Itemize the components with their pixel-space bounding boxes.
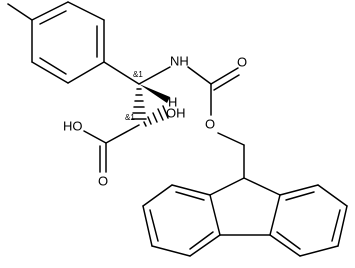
bond-double-inner — [149, 209, 159, 242]
bond — [67, 61, 105, 84]
fluorenyl-group — [142, 177, 348, 257]
bond — [31, 1, 69, 21]
bond — [67, 1, 105, 21]
bond-double-inner — [331, 209, 341, 242]
hash — [143, 121, 147, 127]
bond-double-inner — [39, 10, 67, 25]
hashed-bond-c2-oh — [143, 105, 169, 127]
bond — [209, 194, 221, 236]
bond-double-inner — [276, 231, 301, 250]
bond-c2-c1 — [105, 124, 140, 144]
bond-n-carbonyl — [187, 66, 212, 85]
hashed-bond-c3-c2 — [131, 88, 147, 120]
atom-label-h: H — [168, 94, 177, 109]
atom-label-o-acid-carbonyl: O — [98, 173, 108, 188]
bond-methyl — [7, 3, 33, 21]
stereo-label-c3: &1 — [133, 70, 143, 79]
bond — [31, 61, 69, 84]
bond-double-inner — [285, 191, 315, 201]
bond — [337, 205, 348, 247]
bond — [171, 184, 211, 196]
bond — [209, 177, 245, 196]
bond-aryl-c3 — [103, 61, 140, 85]
bond — [142, 205, 153, 247]
bond — [317, 184, 348, 207]
hash — [162, 105, 169, 119]
bond — [189, 234, 221, 257]
wedge-bond-h — [139, 84, 170, 103]
bond-c3-n — [138, 66, 171, 85]
bond-double-inner — [39, 57, 67, 75]
stereo-label-c2: &1 — [125, 113, 135, 122]
bond — [279, 184, 319, 196]
bond-double-inner — [175, 191, 205, 201]
bond-carbonyl-o-double — [213, 74, 240, 91]
bond — [243, 177, 281, 196]
hash — [147, 116, 152, 125]
bond-oester-ch2 — [217, 132, 245, 146]
hash — [152, 112, 158, 123]
atom-label-o-carbamate-carbonyl: O — [237, 54, 247, 69]
bond-double-inner — [189, 231, 214, 250]
bond — [269, 194, 281, 236]
atom-label-ho-acid: HO — [63, 118, 83, 133]
atom-label-o-ester: O — [205, 116, 215, 131]
tolyl-ring — [31, 1, 105, 84]
bond-carbonyl-o — [210, 67, 239, 85]
bond — [142, 184, 173, 207]
atom-label-nh: NH — [170, 53, 189, 68]
bond — [269, 234, 301, 257]
bond-c1-oh — [83, 130, 107, 144]
bond — [299, 245, 339, 257]
hash — [157, 108, 164, 121]
bond — [151, 245, 191, 257]
atom-label-oh-alpha: OH — [166, 105, 186, 120]
